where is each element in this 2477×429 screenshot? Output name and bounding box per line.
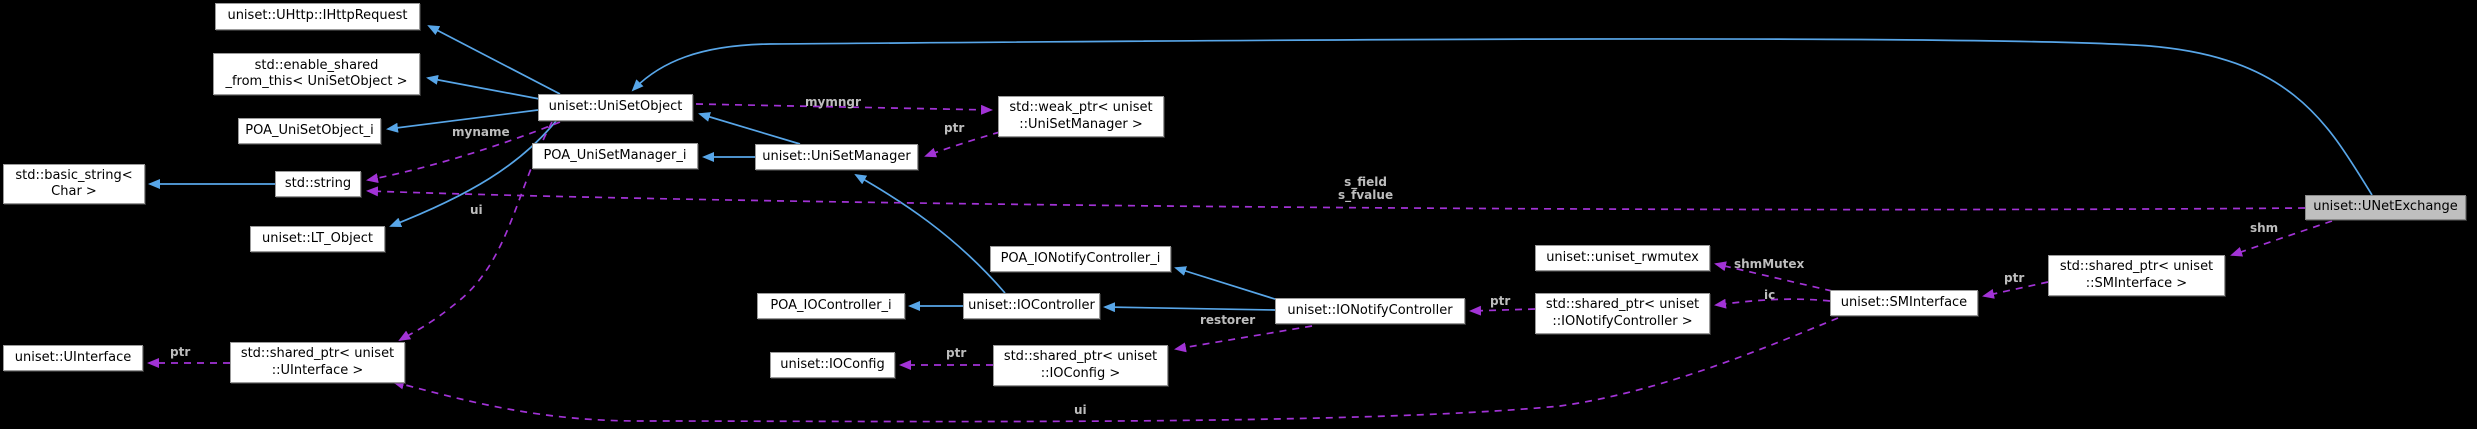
node-unisetmanager[interactable]: uniset::UniSetManager: [755, 144, 918, 170]
edge-usage-unetexchange-string-sfield: [366, 186, 2306, 211]
node-shared-ptr-uinterface[interactable]: std::shared_ptr< uniset ::UInterface >: [230, 342, 405, 383]
edge-label-restorer: restorer: [1200, 313, 1256, 327]
node-shared-ptr-ionotifycontroller[interactable]: std::shared_ptr< uniset ::IONotifyContro…: [1535, 293, 1710, 334]
node-sminterface[interactable]: uniset::SMInterface: [1830, 290, 1978, 316]
node-basic-string[interactable]: std::basic_string< Char >: [3, 164, 145, 204]
edge-usage-unetexchange-sharedptr-sminterface-shm: [2230, 220, 2333, 257]
edge-usage-sminterface-rwmutex-shmmutex: [1714, 261, 1833, 292]
edge-label-ui-sminterface: ui: [1074, 403, 1087, 417]
edge-label-myname: myname: [452, 125, 510, 139]
edge-usage-sminterface-sharedptr-uinterface-ui: [392, 317, 1839, 423]
node-shared-ptr-sminterface[interactable]: std::shared_ptr< uniset ::SMInterface >: [2048, 255, 2225, 296]
edge-label-shm: shm: [2250, 221, 2279, 235]
node-unisetobject[interactable]: uniset::UniSetObject: [538, 94, 693, 121]
node-uniset-rwmutex[interactable]: uniset::uniset_rwmutex: [1535, 245, 1710, 271]
edge-inherit-unisetmanager-unisetobject: [698, 112, 801, 145]
node-lt-object[interactable]: uniset::LT_Object: [250, 226, 385, 252]
node-poa-unisetobject-i[interactable]: POA_UniSetObject_i: [238, 118, 381, 144]
edge-inherit-iocontroller-unisetmanager: [854, 174, 1006, 294]
node-ioconfig[interactable]: uniset::IOConfig: [770, 352, 895, 378]
edge-label-shmmutex: shmMutex: [1734, 257, 1805, 271]
edge-label-ui-unisetobject: ui: [470, 203, 483, 217]
edge-label-ic: ic: [1764, 288, 1776, 302]
edge-label-ptr-uinterface: ptr: [170, 345, 191, 359]
edge-inherit-unisetobject-ihttprequest: [427, 25, 561, 95]
edge-label-ptr-ioconfig: ptr: [946, 346, 967, 360]
node-poa-unisetmanager-i[interactable]: POA_UniSetManager_i: [532, 143, 698, 169]
edge-usage-sharedptr-ionotifycontroller-ionotifycontroller-ptr: [1469, 305, 1536, 316]
node-ionotifycontroller[interactable]: uniset::IONotifyController: [1275, 298, 1465, 324]
node-weak-ptr-unisetmanager[interactable]: std::weak_ptr< uniset ::UniSetManager >: [998, 96, 1164, 137]
edge-label-ptr-weakmngr: ptr: [944, 121, 965, 135]
edge-usage-ionotifycontroller-sharedptr-ioconfig-restorer: [1174, 325, 1313, 353]
edge-inherit-unetexchange-unisetobject: [631, 38, 2373, 196]
node-poa-ionotifycontroller-i[interactable]: POA_IONotifyController_i: [990, 246, 1171, 272]
edge-usage-sminterface-sharedptr-ionotifycontroller-ic: [1714, 298, 1831, 309]
edge-usage-weakptr-unisetmanager-ptr: [924, 131, 1001, 158]
edge-inherit-unisetobject-poa-unisetobject-i: [386, 109, 539, 133]
edge-usage-unisetobject-sharedptr-uinterface-ui: [398, 121, 553, 342]
edge-inherit-ionotifycontroller-poa-ionotifycontroller-i: [1174, 266, 1279, 301]
node-std-string[interactable]: std::string: [275, 171, 361, 197]
edge-inherit-ionotifycontroller-iocontroller: [1103, 302, 1276, 313]
edge-label-ptr-sminterface: ptr: [2004, 271, 2025, 285]
edge-label-ptr-ionotify: ptr: [1490, 294, 1511, 308]
edge-inherit-unisetobject-lt-object: [389, 120, 557, 228]
node-iocontroller[interactable]: uniset::IOController: [963, 293, 1100, 319]
edge-label-s-field: s_field s_fvalue: [1338, 175, 1394, 203]
node-poa-iocontroller-i[interactable]: POA_IOController_i: [757, 293, 905, 319]
node-uinterface[interactable]: uniset::UInterface: [3, 345, 143, 371]
node-shared-ptr-ioconfig[interactable]: std::shared_ptr< uniset ::IOConfig >: [993, 345, 1168, 386]
edge-inherit-unisetobject-enable-shared: [426, 74, 546, 101]
node-uhttp-ihttprequest[interactable]: uniset::UHttp::IHttpRequest: [215, 3, 420, 30]
edge-usage-unisetobject-weakptr-mymngr: [695, 103, 993, 115]
node-enable-shared-from-this[interactable]: std::enable_shared _from_this< UniSetObj…: [213, 53, 420, 95]
edge-usage-sharedptr-sminterface-sminterface-ptr: [1982, 281, 2049, 299]
node-unetexchange-main[interactable]: uniset::UNetExchange: [2305, 195, 2466, 220]
edge-label-mymngr: mymngr: [805, 95, 861, 109]
